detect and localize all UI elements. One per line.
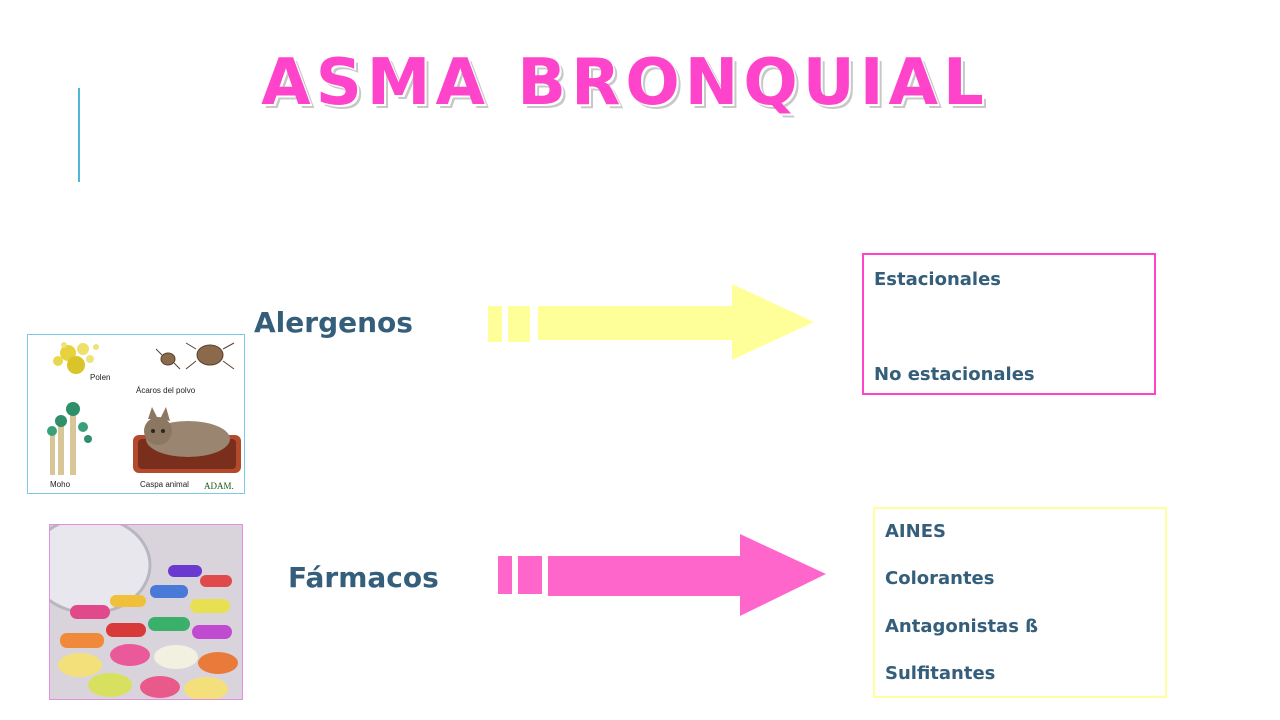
allergens-label: Alergenos [254, 306, 413, 339]
dust-mite-illustration [155, 342, 235, 370]
caption-cat: Caspa animal [140, 480, 189, 489]
caption-mold: Moho [50, 480, 71, 489]
pollen-illustration [53, 342, 99, 374]
allergens-image: Polen Ácaros del polvo Moho [27, 334, 245, 494]
category-non-seasonal: No estacionales [874, 364, 1035, 385]
drugs-image [49, 524, 243, 700]
mold-illustration [47, 402, 92, 475]
caption-pollen: Polen [90, 373, 110, 382]
allergens-categories-box: Estacionales No estacionales [862, 253, 1156, 395]
pill-pile [58, 565, 238, 699]
drugs-label: Fármacos [288, 561, 439, 594]
drug-aines: AINES [885, 521, 946, 542]
drug-antagonistas: Antagonistas ß [885, 616, 1039, 637]
category-seasonal: Estacionales [874, 269, 1002, 290]
drugs-list-box: AINES Colorantes Antagonistas ß Sulfitan… [873, 507, 1167, 698]
cat-illustration [133, 407, 241, 473]
slide-title: ASMA BRONQUIAL [261, 46, 989, 120]
accent-line [78, 88, 80, 182]
adam-logo: ADAM. [204, 481, 234, 491]
allergens-arrow [488, 284, 814, 360]
caption-mites: Ácaros del polvo [136, 386, 196, 395]
drug-sulfitantes: Sulfitantes [885, 663, 996, 684]
drugs-arrow [498, 534, 826, 616]
drug-colorantes: Colorantes [885, 568, 995, 589]
